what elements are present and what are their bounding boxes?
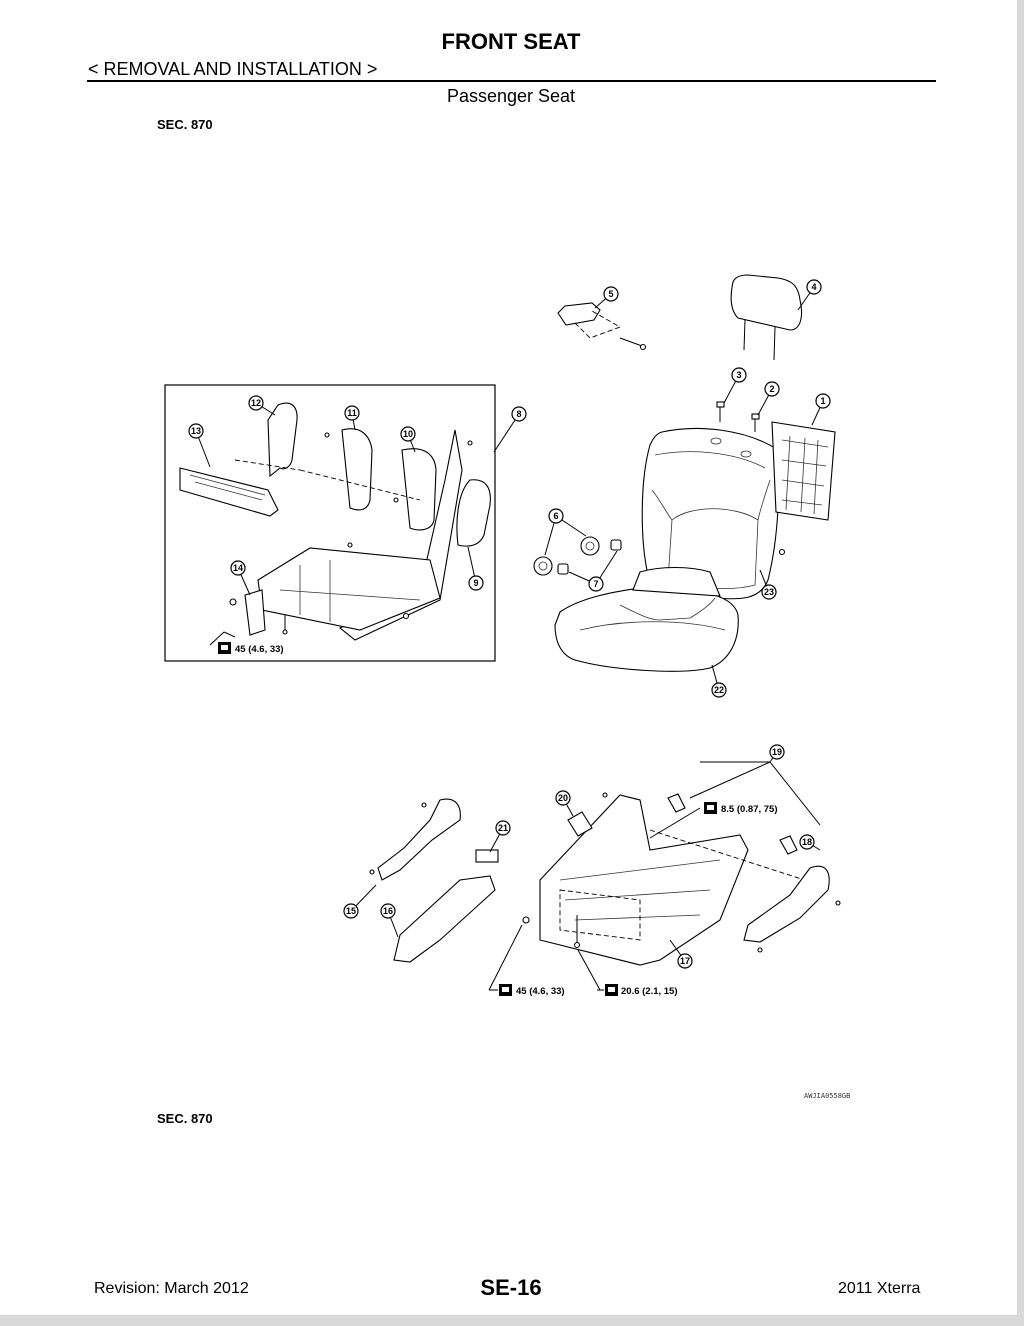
side-rail-right [743, 865, 841, 953]
svg-text:9: 9 [473, 578, 478, 588]
callout-15: 15 [343, 903, 359, 919]
svg-text:45 (4.6, 33): 45 (4.6, 33) [516, 986, 565, 997]
svg-text:14: 14 [233, 563, 243, 573]
callout-13: 13 [188, 423, 204, 439]
svg-text:21: 21 [498, 823, 508, 833]
svg-text:8: 8 [516, 409, 521, 419]
svg-text:4: 4 [811, 282, 816, 292]
bolt-2 [751, 413, 760, 432]
header-rule [87, 80, 936, 82]
svg-text:19: 19 [772, 747, 782, 757]
callout-10: 10 [400, 426, 416, 442]
headrest [730, 274, 803, 361]
svg-text:13: 13 [191, 426, 201, 436]
torque-inset: 45 (4.6, 33) [218, 642, 284, 655]
callout-22: 22 [711, 682, 727, 698]
callout-20: 20 [555, 790, 571, 806]
page-number: SE-16 [480, 1275, 542, 1300]
callout-8: 8 [511, 406, 527, 422]
vehicle-model: 2011 Xterra [838, 1280, 921, 1297]
callout-4: 4 [806, 279, 822, 295]
recliner-lever [557, 302, 647, 351]
svg-text:10: 10 [403, 429, 413, 439]
side-rail-left [369, 798, 461, 881]
callout-7: 7 [588, 576, 604, 592]
page-subtitle: Passenger Seat [446, 86, 576, 106]
slide-cover [393, 849, 499, 963]
callout-6: 6 [548, 508, 564, 524]
svg-text:16: 16 [383, 906, 393, 916]
brackets [567, 761, 821, 855]
callout-14: 14 [230, 560, 246, 576]
callout-16: 16 [380, 903, 396, 919]
callout-3: 3 [731, 367, 747, 383]
bolt-3 [716, 401, 725, 422]
callout-19: 19 [769, 744, 785, 760]
torque-rail-center: 20.6 (2.1, 15) [597, 984, 678, 997]
seat-adjuster-assembly [522, 794, 821, 966]
callout-12: 12 [248, 395, 264, 411]
inset-frame [164, 384, 496, 662]
sec-label-top: SEC. 870 [157, 117, 213, 132]
svg-text:2: 2 [769, 384, 774, 394]
callout-18: 18 [799, 834, 815, 850]
svg-text:20.6 (2.1, 15): 20.6 (2.1, 15) [621, 986, 678, 997]
svg-text:20: 20 [558, 793, 568, 803]
callout-9: 9 [468, 575, 484, 591]
svg-text:1: 1 [820, 396, 825, 406]
recliner-knobs [533, 536, 622, 576]
inset-seatback-frame [179, 402, 491, 641]
svg-text:11: 11 [347, 408, 357, 418]
revision-date: Revision: March 2012 [94, 1280, 249, 1297]
section-heading: < REMOVAL AND INSTALLATION > [88, 59, 378, 79]
svg-text:17: 17 [680, 956, 690, 966]
svg-text:8.5 (0.87, 75): 8.5 (0.87, 75) [721, 804, 778, 815]
callout-5: 5 [603, 286, 619, 302]
torque-bolt-small: 8.5 (0.87, 75) [704, 802, 778, 815]
figure-code: AWJIA0558GB [804, 1092, 851, 1100]
svg-text:18: 18 [802, 837, 812, 847]
callout-17: 17 [677, 953, 693, 969]
callout-23: 23 [761, 584, 777, 600]
svg-text:6: 6 [553, 511, 558, 521]
svg-text:23: 23 [764, 587, 774, 597]
svg-text:22: 22 [714, 685, 724, 695]
callout-1: 1 [815, 393, 831, 409]
back-board [771, 421, 836, 556]
seat-cushion [554, 567, 739, 672]
page-title: FRONT SEAT [441, 29, 581, 54]
svg-text:12: 12 [251, 398, 261, 408]
svg-text:3: 3 [736, 370, 741, 380]
svg-text:5: 5 [608, 289, 613, 299]
callout-21: 21 [495, 820, 511, 836]
callout-2: 2 [764, 381, 780, 397]
sec-label-bottom: SEC. 870 [157, 1111, 213, 1126]
callout-11: 11 [344, 405, 360, 421]
svg-text:15: 15 [346, 906, 356, 916]
svg-text:7: 7 [593, 579, 598, 589]
torque-rail-left: 45 (4.6, 33) [489, 984, 565, 997]
svg-text:45 (4.6, 33): 45 (4.6, 33) [235, 644, 284, 655]
